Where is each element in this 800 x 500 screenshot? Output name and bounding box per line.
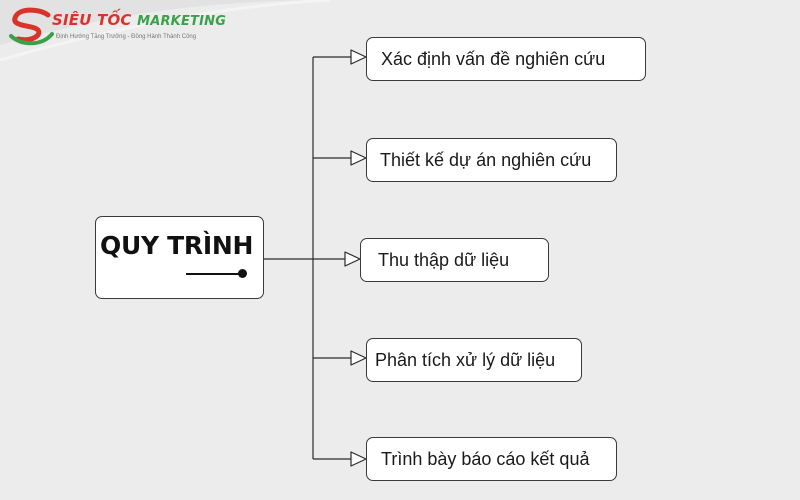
step-label-1: Xác định vấn đề nghiên cứu: [381, 48, 606, 69]
arrowhead-2-icon: [350, 150, 367, 166]
step-label-4: Phân tích xử lý dữ liệu: [375, 349, 556, 370]
arrowhead-5-icon: [350, 451, 367, 467]
logo-title-part2: MARKETING: [137, 14, 227, 29]
step-label-2: Thiết kế dự án nghiên cứu: [380, 149, 592, 170]
logo-title-part1: SIÊU TỐC: [52, 11, 132, 29]
arrowhead-1-icon: [350, 49, 367, 65]
step-label-3: Thu thập dữ liệu: [378, 249, 510, 270]
logo-title: SIÊU TỐC MARKETING: [52, 11, 227, 29]
arrowhead-4-icon: [350, 350, 367, 366]
step-label-5: Trình bày báo cáo kết quả: [381, 448, 590, 469]
root-underline: [186, 273, 242, 275]
brand-logo: SIÊU TỐC MARKETING Định Hướng Tăng Trưởn…: [8, 6, 226, 48]
logo-slogan: Định Hướng Tăng Trưởng - Đồng Hành Thành…: [56, 34, 197, 40]
step-node-5: Trình bày báo cáo kết quả: [366, 437, 617, 481]
step-node-4: Phân tích xử lý dữ liệu: [366, 338, 582, 382]
root-node: QUY TRÌNH: [95, 216, 264, 299]
step-node-1: Xác định vấn đề nghiên cứu: [366, 37, 646, 81]
root-title: QUY TRÌNH: [100, 231, 254, 260]
step-node-3: Thu thập dữ liệu: [360, 238, 549, 282]
root-dot-icon: [238, 269, 247, 278]
logo-s-mark-icon: [9, 7, 54, 46]
step-node-2: Thiết kế dự án nghiên cứu: [366, 138, 617, 182]
arrowhead-3-icon: [344, 251, 361, 267]
